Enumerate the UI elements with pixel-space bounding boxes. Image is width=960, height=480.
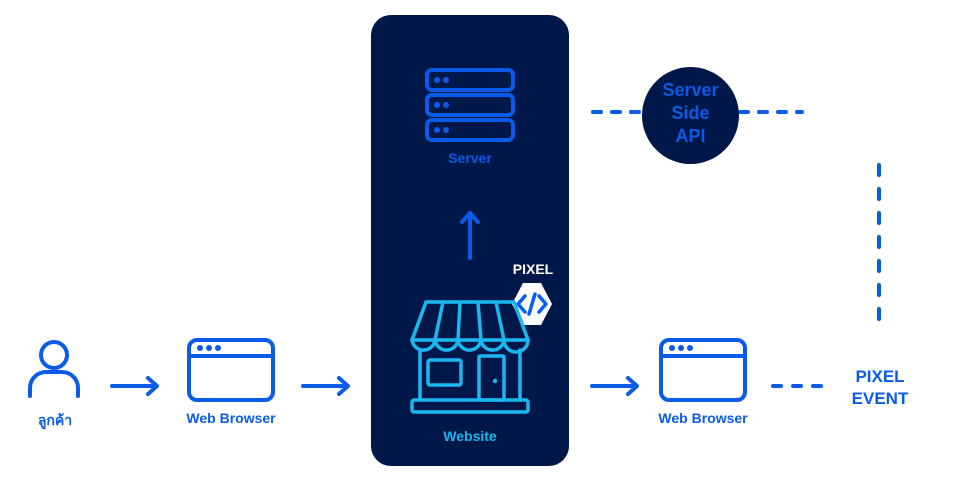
server-rack-icon	[425, 68, 515, 142]
browser-left-label: Web Browser	[186, 410, 276, 426]
browser-window-icon	[659, 338, 747, 402]
api-line2: Side	[671, 103, 710, 123]
arrow-customer-to-browser	[110, 376, 159, 396]
storefront-icon	[410, 300, 530, 414]
dashed-browser-to-pixel-event	[771, 384, 832, 388]
pixel-event-line2: EVENT	[851, 389, 909, 408]
browser-window-icon	[187, 338, 275, 402]
browser-right-label: Web Browser	[658, 410, 748, 426]
website-label: Website	[443, 428, 497, 444]
dashed-pixel-event-to-api	[877, 163, 881, 335]
customer-label: ลูกค้า	[37, 412, 73, 428]
arrow-website-to-server	[460, 211, 480, 260]
pixel-event-node: PIXEL EVENT	[838, 366, 922, 410]
api-line1: Server	[662, 80, 719, 100]
code-tag-icon	[512, 283, 552, 325]
server-side-api-node: Server Side API	[642, 67, 739, 164]
dashed-server-to-api	[591, 110, 804, 114]
api-line3: API	[675, 126, 706, 146]
arrow-browser-to-website	[301, 376, 350, 396]
pixel-badge-label: PIXEL	[512, 261, 554, 277]
person-icon	[28, 340, 80, 398]
server-label: Server	[448, 150, 492, 166]
pixel-event-line1: PIXEL	[855, 367, 905, 386]
arrow-website-to-browser	[590, 376, 639, 396]
